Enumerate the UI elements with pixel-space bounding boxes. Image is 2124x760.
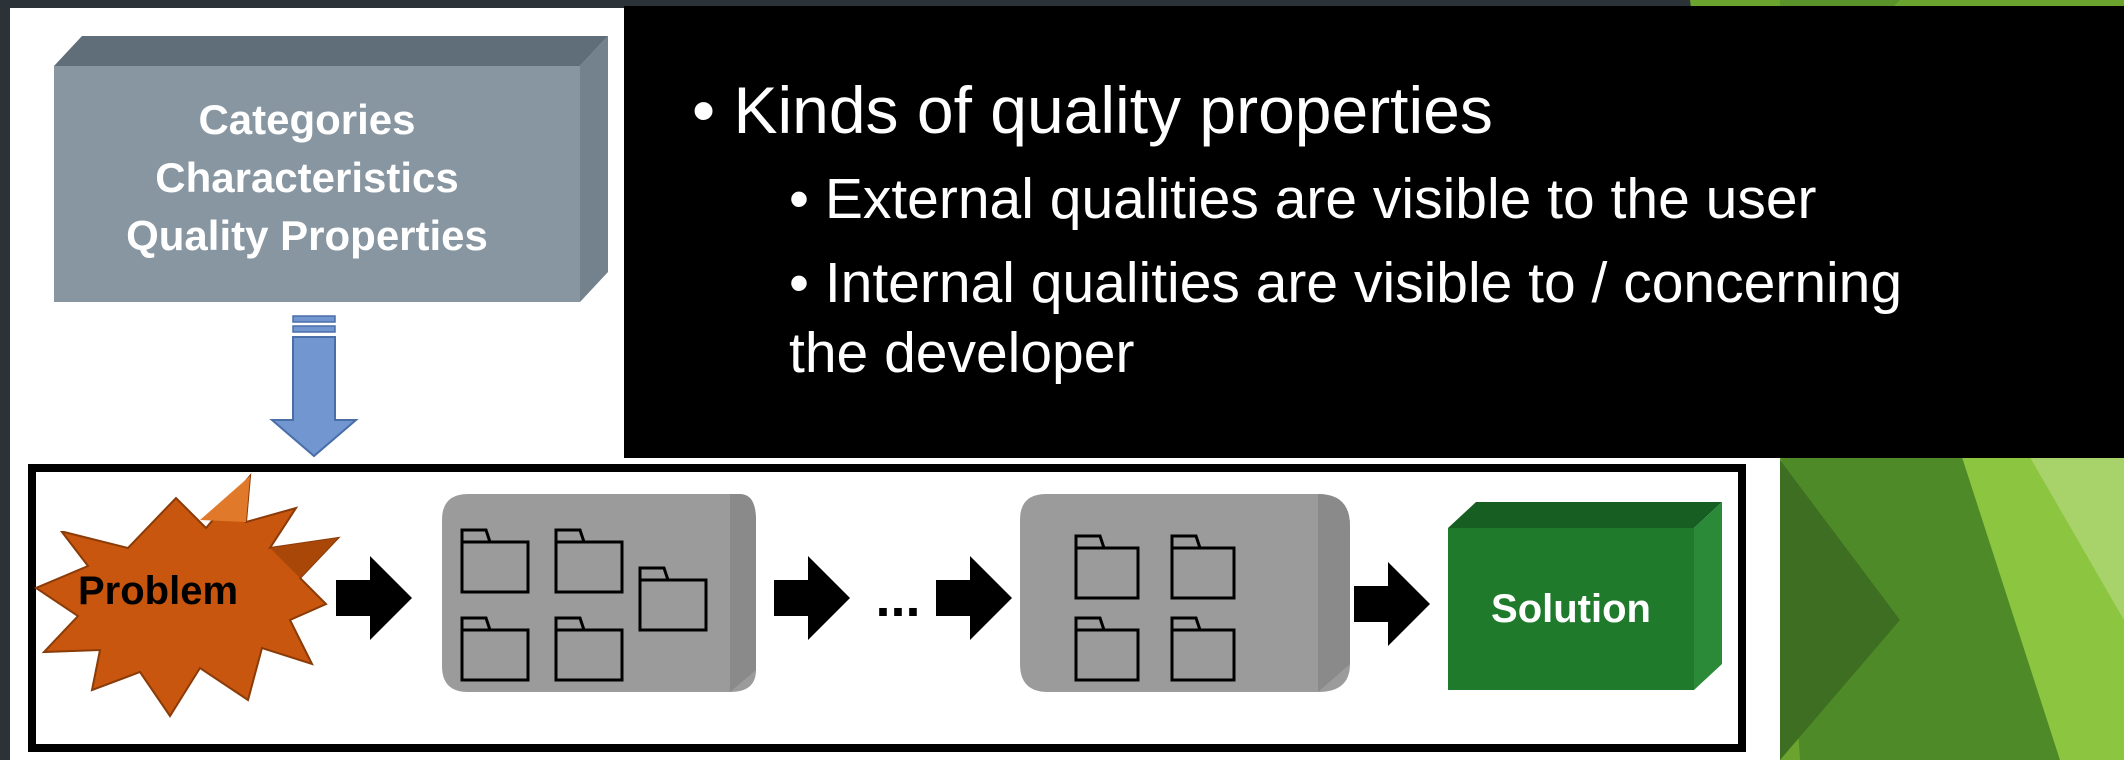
solution-face: [1448, 528, 1694, 690]
quality-hierarchy-box: Categories Characteristics Quality Prope…: [54, 36, 608, 302]
module-block-1: [442, 494, 756, 692]
bullet-text-panel: [624, 6, 2124, 458]
bullet-internal-text-line1: Internal qualities are visible to / conc…: [824, 251, 1903, 315]
ellipsis-dots: ...: [875, 568, 920, 628]
solid-box-icon: Solution: [1448, 502, 1722, 690]
box-line-2: Characteristics: [155, 154, 459, 201]
folder-icon: [1074, 534, 1236, 682]
solution-top: [1448, 502, 1722, 528]
problem-label: Problem: [78, 569, 238, 613]
bullet-external: • External qualities are visible to the …: [789, 166, 1817, 232]
bullet-dot: •: [692, 73, 716, 147]
green-shard-4: [1780, 460, 1900, 760]
folder-icon: [460, 528, 708, 682]
module-block-2: [1020, 494, 1350, 692]
solution-side: [1694, 502, 1722, 690]
bullet-heading: • Kinds of quality properties: [692, 72, 1493, 148]
bullet-external-text: External qualities are visible to the us…: [824, 167, 1817, 231]
box-line-3: Quality Properties: [126, 212, 488, 259]
green-shard-5: [2020, 430, 2124, 620]
right-arrow-icon: [336, 556, 412, 640]
bullet-dot: •: [789, 167, 809, 231]
bullet-internal-text-line2: the developer: [789, 321, 1135, 385]
right-arrow-icon: [936, 556, 1012, 640]
down-arrow-icon: [269, 315, 359, 458]
bullet-dot: •: [789, 251, 809, 315]
right-arrow-icon: [1354, 562, 1430, 646]
bullet-heading-text: Kinds of quality properties: [733, 73, 1493, 147]
box-face: [54, 66, 580, 302]
box-side: [580, 36, 608, 302]
bullet-internal: • Internal qualities are visible to / co…: [789, 248, 1902, 388]
box-line-1: Categories: [198, 96, 415, 143]
burst-icon: Problem: [33, 472, 341, 718]
solution-label: Solution: [1491, 587, 1651, 631]
right-arrow-icon: [774, 556, 850, 640]
box-top: [54, 36, 608, 66]
